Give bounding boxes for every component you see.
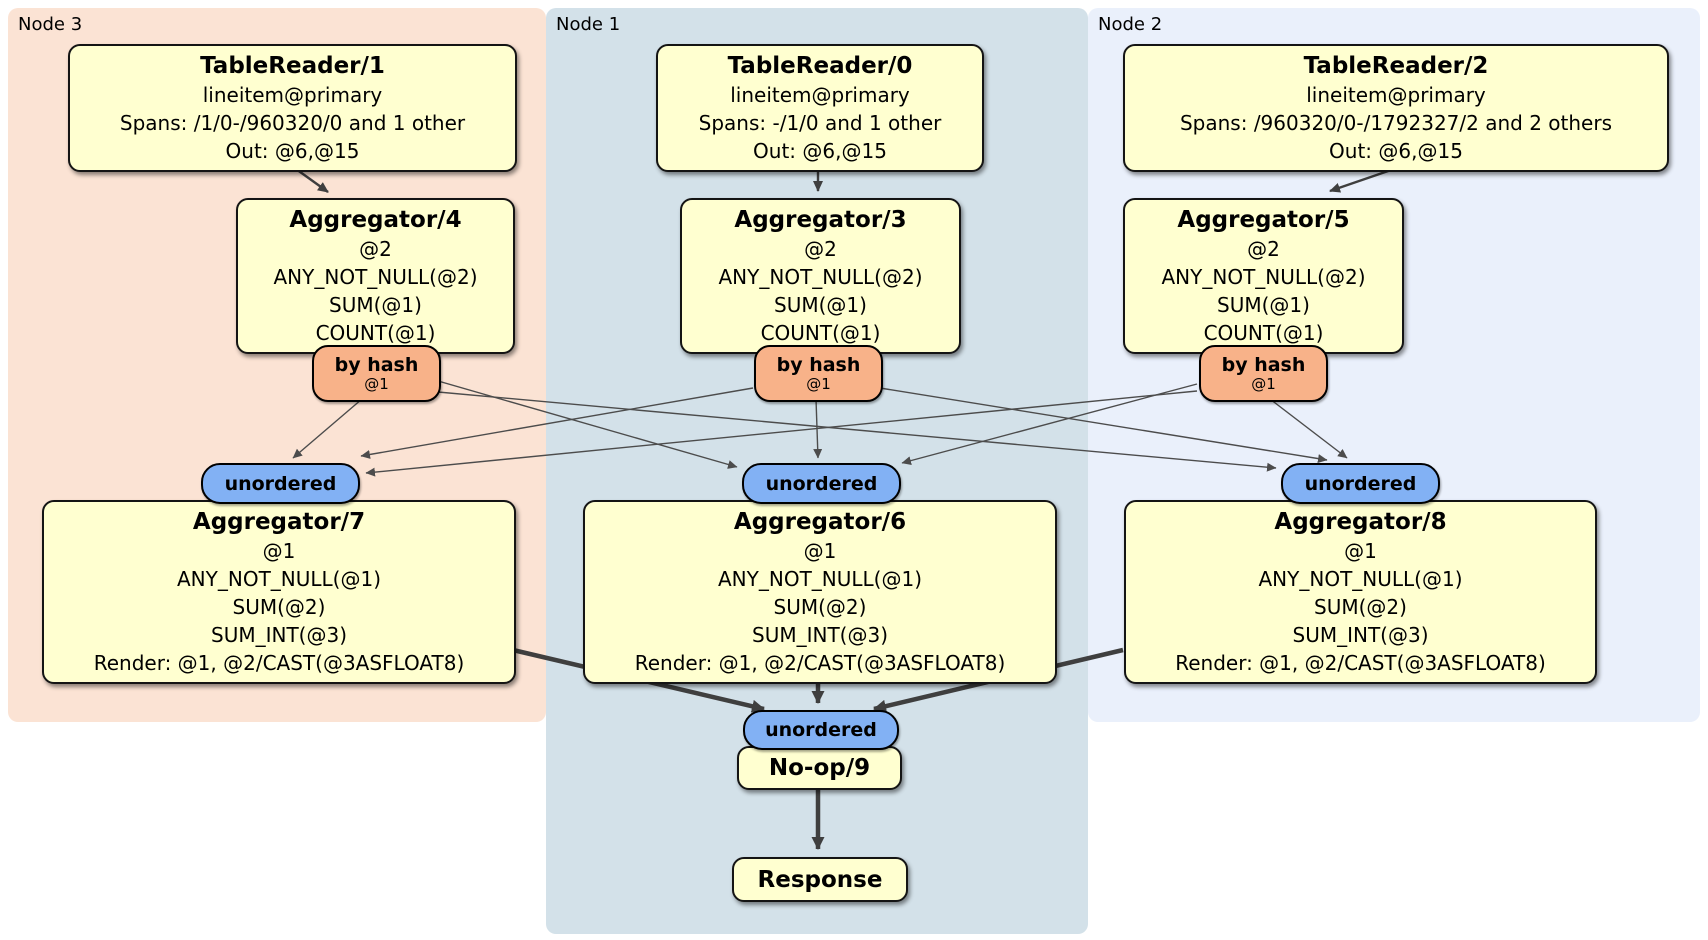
node-detail-line: Spans: /1/0-/960320/0 and 1 other	[119, 111, 466, 135]
node-title-aggregator-3: Aggregator/3	[734, 207, 907, 233]
node-detail-line: @2	[1247, 237, 1280, 261]
pill-label: unordered	[765, 719, 877, 741]
pill-label: unordered	[1304, 472, 1417, 495]
pill-stream-unordered-right: unordered	[1281, 463, 1440, 504]
node-detail-line: COUNT(@1)	[1203, 321, 1324, 345]
edge-hashL-uM	[437, 380, 738, 469]
node-detail-line: Render: @1, @2/CAST(@3ASFLOAT8)	[93, 651, 465, 675]
node-title-tablereader-0: TableReader/0	[727, 53, 913, 79]
node-detail-line: SUM(@2)	[232, 595, 326, 619]
node-detail-line: ANY_NOT_NULL(@2)	[273, 265, 478, 289]
node-noop-9: No-op/9	[737, 746, 902, 790]
node-detail-line: COUNT(@1)	[760, 321, 881, 345]
region-label-node-3: Node 3	[18, 14, 83, 35]
node-detail-line: @1	[1344, 539, 1377, 563]
node-detail-line: SUM(@2)	[1314, 595, 1407, 619]
node-detail-line: SUM(@1)	[1217, 293, 1310, 317]
node-title-aggregator-4: Aggregator/4	[289, 207, 462, 233]
node-detail-line: lineitem@primary	[1306, 83, 1486, 107]
node-detail-line: lineitem@primary	[730, 83, 910, 107]
node-title-tablereader-2: TableReader/2	[1303, 53, 1489, 79]
node-detail-line: Spans: -/1/0 and 1 other	[698, 111, 942, 135]
pill-stream-unordered-bottom: unordered	[743, 710, 899, 750]
node-detail-line: SUM(@2)	[773, 595, 867, 619]
node-detail-line: @2	[359, 237, 392, 261]
node-response: Response	[732, 857, 908, 902]
pill-stream-unordered-left: unordered	[201, 463, 360, 504]
pill-label: by hash	[1221, 354, 1306, 376]
node-detail-line: @2	[804, 237, 837, 261]
node-detail-line: ANY_NOT_NULL(@2)	[1161, 265, 1366, 289]
node-detail-line: SUM(@1)	[774, 293, 867, 317]
node-title-response: Response	[757, 866, 883, 893]
edge-tr1-agg4	[295, 168, 329, 193]
pill-sublabel: @1	[1251, 375, 1276, 393]
node-title-tablereader-1: TableReader/1	[200, 53, 385, 79]
node-title-aggregator-5: Aggregator/5	[1177, 207, 1350, 233]
node-detail-line: SUM_INT(@3)	[1292, 623, 1429, 647]
node-detail-line: COUNT(@1)	[315, 321, 436, 345]
edge-hashL-uL	[292, 398, 363, 459]
node-title-noop-9: No-op/9	[768, 755, 871, 781]
node-detail-line: SUM(@1)	[329, 293, 422, 317]
node-detail-line: ANY_NOT_NULL(@1)	[718, 567, 922, 591]
region-label-node-1: Node 1	[556, 14, 621, 35]
node-detail-line: Out: @6,@15	[1329, 139, 1463, 163]
node-title-aggregator-7: Aggregator/7	[192, 509, 366, 535]
node-detail-line: lineitem@primary	[202, 83, 383, 107]
node-detail-line: @1	[803, 539, 837, 563]
node-detail-line: Render: @1, @2/CAST(@3ASFLOAT8)	[634, 651, 1006, 675]
pill-sublabel: @1	[364, 375, 389, 393]
node-detail-line: Out: @6,@15	[225, 139, 360, 163]
pill-label: unordered	[224, 472, 337, 495]
pill-router-by-hash-right: by hash@1	[1199, 345, 1328, 402]
edge-hashR-uL	[365, 390, 1198, 477]
edge-tr2-agg5	[1329, 167, 1395, 193]
node-detail-line: Render: @1, @2/CAST(@3ASFLOAT8)	[1175, 651, 1546, 675]
pill-router-by-hash-middle: by hash@1	[754, 345, 883, 402]
node-detail-line: Spans: /960320/0-/1792327/2 and 2 others	[1179, 111, 1612, 135]
pill-label: unordered	[765, 472, 878, 495]
pill-stream-unordered-middle: unordered	[742, 463, 901, 504]
node-title-aggregator-8: Aggregator/8	[1274, 509, 1447, 535]
node-detail-line: Out: @6,@15	[753, 139, 887, 163]
pill-sublabel: @1	[806, 375, 831, 393]
edge-hashL-uR	[437, 391, 1277, 472]
region-label-node-2: Node 2	[1098, 14, 1163, 35]
node-title-aggregator-6: Aggregator/6	[733, 509, 907, 535]
node-detail-line: ANY_NOT_NULL(@1)	[1258, 567, 1463, 591]
edge-hashM-uL	[360, 387, 754, 459]
pill-router-by-hash-left: by hash@1	[312, 345, 441, 402]
node-detail-line: ANY_NOT_NULL(@2)	[718, 265, 923, 289]
node-detail-line: ANY_NOT_NULL(@1)	[177, 567, 381, 591]
node-detail-line: SUM_INT(@3)	[752, 623, 888, 647]
node-detail-line: @1	[262, 539, 296, 563]
pill-label: by hash	[776, 354, 861, 376]
edge-hashM-uR	[879, 387, 1328, 464]
pill-label: by hash	[334, 354, 419, 376]
node-detail-line: SUM_INT(@3)	[211, 623, 347, 647]
edge-hashR-uM	[901, 383, 1198, 466]
edge-hashR-uR	[1269, 398, 1348, 459]
